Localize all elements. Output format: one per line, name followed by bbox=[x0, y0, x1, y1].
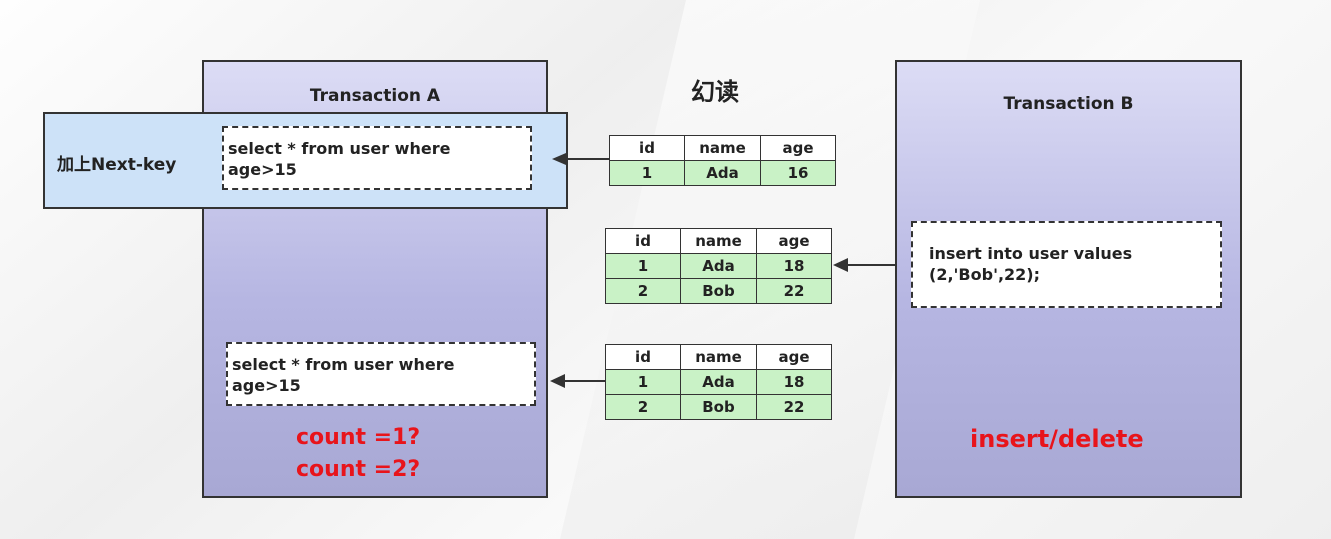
user-table-1: id name age 1 Ada 16 bbox=[609, 135, 836, 186]
insert-statement-line-2: (2,'Bob',22); bbox=[929, 265, 1041, 284]
cell-id: 1 bbox=[609, 160, 685, 186]
next-key-lock-label: 加上Next-key bbox=[57, 155, 177, 175]
query-1-line-1: select * from user where bbox=[228, 139, 451, 158]
header-name: name bbox=[680, 228, 757, 254]
query-2-line-2: age>15 bbox=[232, 376, 301, 395]
header-name: name bbox=[684, 135, 761, 161]
arrow-table-1-to-query-1 bbox=[552, 153, 609, 165]
table-row: 2 Bob 22 bbox=[605, 278, 832, 304]
table-row: 1 Ada 18 bbox=[605, 253, 832, 279]
count-question-2: count =2? bbox=[296, 457, 421, 482]
cell-age: 18 bbox=[756, 369, 832, 395]
cell-age: 22 bbox=[756, 278, 832, 304]
table-row: 2 Bob 22 bbox=[605, 394, 832, 420]
cell-name: Ada bbox=[684, 160, 761, 186]
arrow-insert-to-table-2 bbox=[833, 258, 895, 272]
query-2-box: select * from user where age>15 bbox=[226, 342, 536, 406]
cell-id: 2 bbox=[605, 394, 681, 420]
insert-statement-line-1: insert into user values bbox=[929, 244, 1133, 263]
insert-delete-label: insert/delete bbox=[970, 425, 1144, 453]
header-name: name bbox=[680, 344, 757, 370]
diagram-title: 幻读 bbox=[691, 78, 739, 106]
header-id: id bbox=[609, 135, 685, 161]
query-1-box: select * from user where age>15 bbox=[222, 126, 532, 190]
table-row: 1 Ada 16 bbox=[609, 160, 836, 186]
header-id: id bbox=[605, 344, 681, 370]
table-header-row: id name age bbox=[605, 228, 832, 254]
table-row: 1 Ada 18 bbox=[605, 369, 832, 395]
cell-id: 2 bbox=[605, 278, 681, 304]
query-2-line-1: select * from user where bbox=[232, 355, 455, 374]
user-table-3: id name age 1 Ada 18 2 Bob 22 bbox=[605, 344, 832, 420]
header-age: age bbox=[756, 344, 832, 370]
cell-age: 22 bbox=[756, 394, 832, 420]
header-age: age bbox=[760, 135, 836, 161]
count-question-1: count =1? bbox=[296, 425, 421, 450]
cell-name: Ada bbox=[680, 253, 757, 279]
user-table-2: id name age 1 Ada 18 2 Bob 22 bbox=[605, 228, 832, 304]
table-header-row: id name age bbox=[605, 344, 832, 370]
transaction-b-title: Transaction B bbox=[1003, 94, 1134, 114]
arrow-table-3-to-query-2 bbox=[550, 374, 605, 388]
header-age: age bbox=[756, 228, 832, 254]
transaction-a-title: Transaction A bbox=[309, 86, 441, 106]
table-header-row: id name age bbox=[609, 135, 836, 161]
cell-age: 16 bbox=[760, 160, 836, 186]
query-1-line-2: age>15 bbox=[228, 160, 297, 179]
insert-statement-box: insert into user values (2,'Bob',22); bbox=[911, 221, 1222, 308]
cell-age: 18 bbox=[756, 253, 832, 279]
header-id: id bbox=[605, 228, 681, 254]
count-questions: count =1? count =2? bbox=[296, 422, 420, 486]
